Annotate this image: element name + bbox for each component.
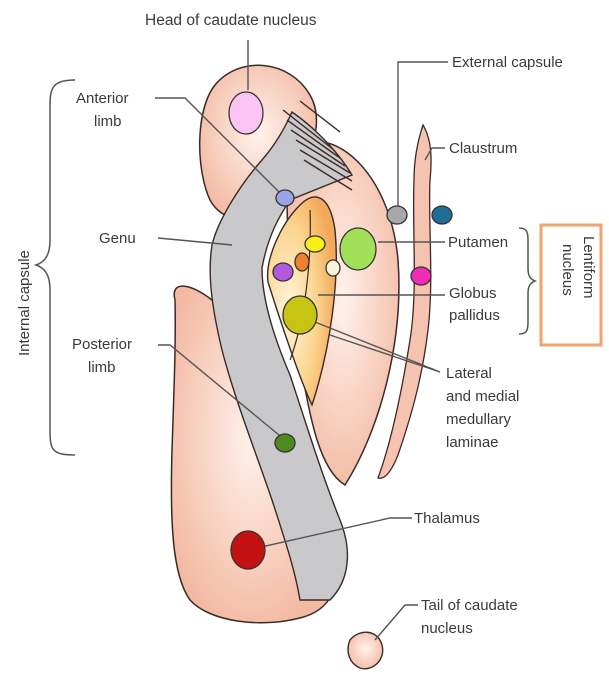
- claustrum-marker[interactable]: [432, 206, 452, 224]
- label-laminae-1: Lateral: [446, 365, 492, 382]
- claustrum-lower-marker[interactable]: [411, 267, 431, 285]
- label-globus-1: Globus: [449, 285, 497, 302]
- label-tail-2: nucleus: [421, 620, 473, 637]
- label-claustrum: Claustrum: [449, 140, 517, 157]
- globus-cream-marker[interactable]: [326, 260, 340, 276]
- label-genu: Genu: [99, 230, 136, 247]
- globus-orange-marker[interactable]: [295, 253, 309, 271]
- label-posterior-limb-1: Posterior: [72, 336, 132, 353]
- external-capsule-marker[interactable]: [387, 206, 407, 224]
- globus-yellow-marker[interactable]: [305, 236, 325, 252]
- label-laminae-3: medullary: [446, 411, 512, 428]
- label-putamen: Putamen: [448, 234, 508, 251]
- posterior-limb-marker[interactable]: [275, 434, 295, 452]
- label-tail-1: Tail of caudate: [421, 597, 518, 614]
- internal-capsule-brace: [36, 80, 75, 455]
- label-laminae-2: and medial: [446, 388, 519, 405]
- label-laminae-4: laminae: [446, 434, 499, 451]
- globus-purple-marker[interactable]: [273, 263, 293, 281]
- lentiform-brace: [519, 228, 535, 334]
- label-thalamus: Thalamus: [414, 510, 480, 527]
- label-external-capsule: External capsule: [452, 54, 563, 71]
- label-globus-2: pallidus: [449, 307, 500, 324]
- label-posterior-limb-2: limb: [88, 359, 116, 376]
- thalamus-marker[interactable]: [231, 531, 265, 569]
- label-anterior-limb-2: limb: [94, 113, 122, 130]
- head-of-caudate-marker[interactable]: [229, 92, 263, 134]
- anterior-limb-marker[interactable]: [276, 190, 294, 206]
- label-internal-capsule: Internal capsule: [16, 250, 33, 356]
- putamen-marker[interactable]: [340, 228, 376, 270]
- label-anterior-limb-1: Anterior: [76, 90, 129, 107]
- globus-pallidus-marker[interactable]: [283, 296, 317, 334]
- label-lentiform-1: Lentiform: [580, 236, 597, 299]
- label-head-of-caudate: Head of caudate nucleus: [145, 12, 317, 29]
- label-lentiform-2: nucleus: [559, 244, 576, 296]
